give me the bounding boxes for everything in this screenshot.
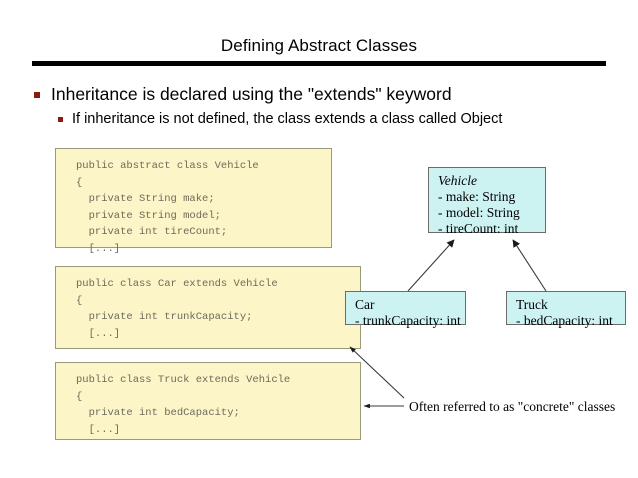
bullet-label: Inheritance is declared using the "exten… xyxy=(51,84,452,104)
uml-class-car: Car - trunkCapacity: int xyxy=(345,291,466,328)
uml-attribute: - tireCount: int xyxy=(438,221,519,236)
bullet-square-icon xyxy=(34,92,40,98)
uml-class-name: Truck xyxy=(516,297,548,312)
code-block-truck: public class Truck extends Vehicle { pri… xyxy=(55,362,361,440)
inheritance-arrow-truck-to-vehicle xyxy=(512,239,547,292)
uml-attribute: - trunkCapacity: int xyxy=(355,313,461,328)
uml-class-vehicle: Vehicle - make: String - model: String -… xyxy=(428,167,546,236)
code-block-vehicle: public abstract class Vehicle { private … xyxy=(55,148,332,255)
uml-attribute: - bedCapacity: int xyxy=(516,313,613,328)
uml-class-name: Car xyxy=(355,297,375,312)
uml-attribute: - model: String xyxy=(438,205,520,220)
bullet-square-icon xyxy=(58,117,63,122)
uml-class-truck: Truck - bedCapacity: int xyxy=(506,291,626,328)
page-title: Defining Abstract Classes xyxy=(220,36,418,55)
bullet-label: If inheritance is not defined, the class… xyxy=(72,111,503,127)
code-block-car: public class Car extends Vehicle { priva… xyxy=(55,266,361,349)
bullet-item-primary: Inheritance is declared using the "exten… xyxy=(34,84,452,105)
uml-attribute: - make: String xyxy=(438,189,516,204)
uml-class-name: Vehicle xyxy=(438,173,477,188)
title-divider xyxy=(32,61,606,66)
annotation-label: Often referred to as "concrete" classes xyxy=(409,399,616,414)
inheritance-arrow-car-to-vehicle xyxy=(407,239,455,292)
bullet-item-secondary: If inheritance is not defined, the class… xyxy=(58,110,502,128)
